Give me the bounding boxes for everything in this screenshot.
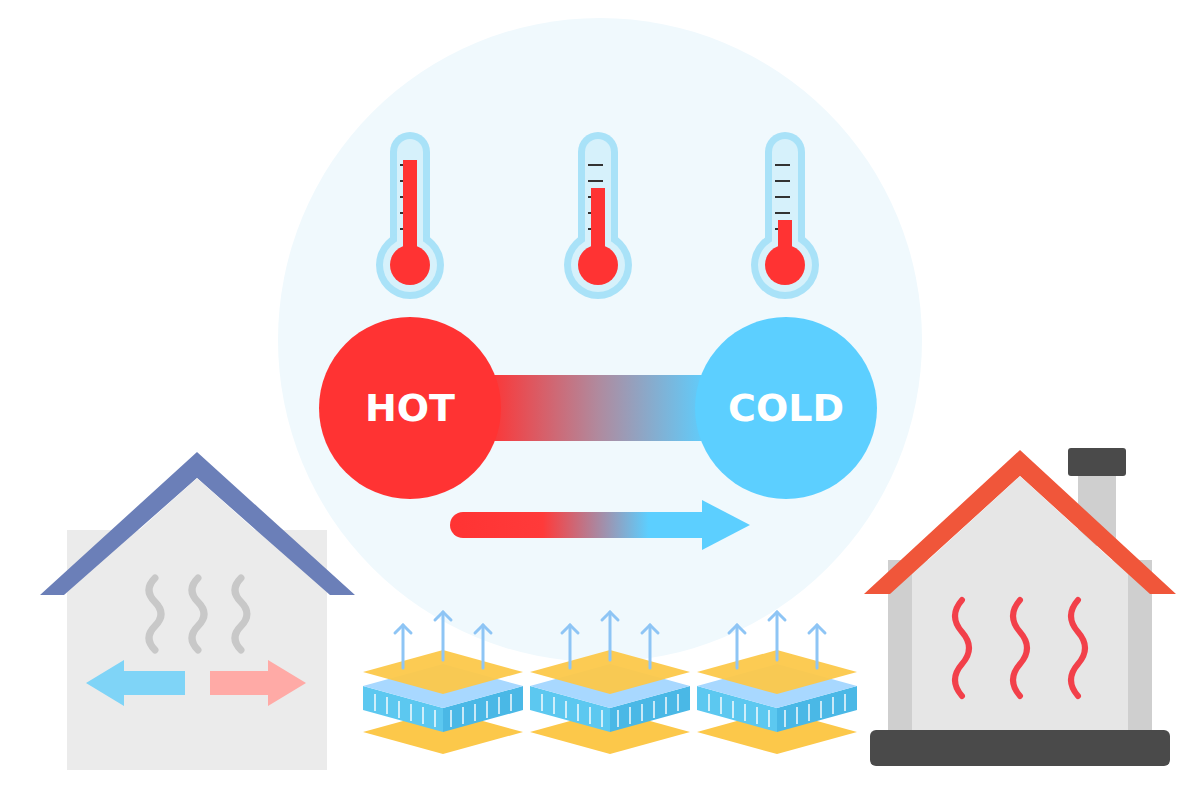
- illustration-part: [450, 512, 715, 538]
- illustration-part: [210, 660, 306, 706]
- illustration-part: [1068, 448, 1126, 476]
- illustration-part: [403, 160, 417, 270]
- thermometers: [376, 132, 819, 299]
- illustration-part: [702, 500, 750, 550]
- illustration-part: [564, 132, 632, 299]
- illustration-part: [40, 452, 355, 595]
- cold-circle: COLD: [695, 317, 877, 499]
- illustration-part: [530, 612, 690, 754]
- illustration-part: [376, 132, 444, 299]
- illustration-part: [591, 188, 605, 270]
- hot-circle: HOT: [319, 317, 501, 499]
- illustration-part: [363, 612, 523, 754]
- right-house: [864, 448, 1176, 766]
- illustration-part: [870, 730, 1170, 766]
- flow-arrow: [450, 500, 750, 550]
- node-label: HOT: [365, 386, 455, 430]
- illustration-part: [235, 578, 247, 650]
- illustration-part: [778, 220, 792, 270]
- illustration-part: [888, 560, 1152, 732]
- illustration-part: [192, 578, 204, 650]
- illustration-part: [751, 132, 819, 299]
- illustration-part: [1013, 600, 1027, 696]
- illustration-part: [697, 612, 857, 754]
- gradient-bar-line: [487, 375, 709, 441]
- insulation-panels: [363, 612, 857, 754]
- background-circle: [278, 18, 922, 662]
- illustration-part: [149, 578, 161, 650]
- illustration-part: [864, 450, 1176, 594]
- illustration-part: [955, 600, 969, 696]
- node-label: COLD: [728, 386, 844, 430]
- illustration-part: [912, 476, 1128, 575]
- illustration-part: [955, 600, 1085, 696]
- illustration-part: [86, 660, 185, 706]
- illustration-part: [1071, 600, 1085, 696]
- illustration-part: [149, 578, 247, 650]
- left-house: [40, 452, 355, 770]
- gradient-bar: [487, 408, 709, 409]
- illustration-part: [912, 560, 1128, 732]
